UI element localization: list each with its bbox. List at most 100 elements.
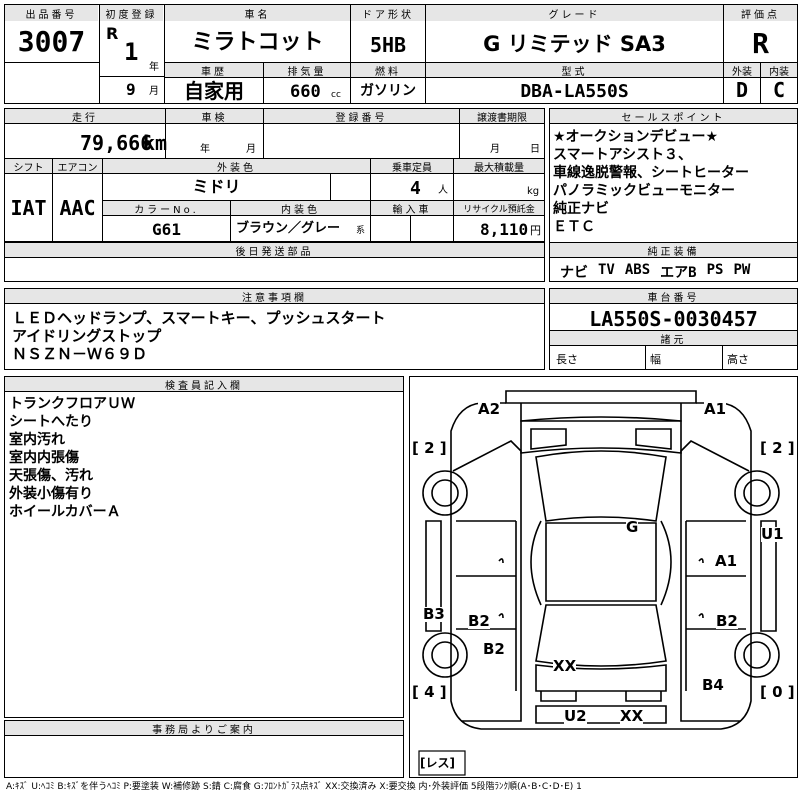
inspector-line: トランクフロアＵＷ (9, 396, 135, 412)
ac-value: AAC (59, 196, 96, 220)
transfer-day-unit: 日 (530, 144, 540, 155)
note-line: アイドリングストップ (12, 327, 162, 345)
mark-b4: B4 (702, 676, 724, 694)
lot-number: 3007 (17, 25, 86, 58)
later-parts-section (4, 242, 545, 282)
inspection-label: 車検 (166, 109, 263, 123)
recycle-label: リサイクル預託金 (454, 201, 544, 215)
car-diagram-svg (418, 390, 780, 776)
color-no-label: カラーNo. (103, 201, 230, 215)
note-line: ＬＥＤヘッドランプ、スマートキー、プッシュスタート (12, 309, 386, 327)
year-unit: 年 (149, 62, 159, 73)
equipment-label: 純正装備 (550, 243, 797, 257)
chassis-number: LA550S-0030457 (589, 307, 758, 331)
ac-label: エアコン (53, 159, 102, 173)
mark-a1-top: A1 (704, 400, 727, 418)
shift-label: シフト (5, 159, 52, 173)
note-line: ＮＳＺＮ－Ｗ６９Ｄ (12, 345, 148, 363)
sales-point-line: 純正ナビ (553, 201, 609, 217)
header-section (4, 4, 798, 104)
grade-value: G リミテッド SA3 (483, 32, 666, 56)
recycle-unit: 円 (530, 224, 541, 237)
load-unit: kg (527, 186, 540, 197)
int-grade-label: 内装 (761, 63, 797, 77)
office-section (4, 720, 404, 778)
door-type: 5HB (369, 33, 407, 57)
equipment-item: ナビ (560, 265, 588, 281)
sales-points-list: ★オークションデビュー★ スマートアシスト３、 車線逸脱警報、シートヒーター パ… (553, 128, 797, 236)
tire-front-left: [ 2 ] (412, 439, 447, 457)
capacity-unit: 人 (438, 185, 448, 196)
equipment-item: TV (598, 262, 615, 278)
fuel-label: 燃料 (351, 63, 425, 77)
lot-label: 出品番号 (5, 5, 98, 21)
sales-point-line: ★オークションデビュー★ (553, 129, 719, 145)
mileage-unit: km (143, 131, 168, 155)
mileage-label: 走行 (5, 109, 165, 123)
mark-xx-bottom: XX (620, 707, 644, 725)
notes-list: ＬＥＤヘッドランプ、スマートキー、プッシュスタート アイドリングストップ ＮＳＺ… (12, 309, 542, 363)
displacement-unit: cc (331, 90, 341, 100)
month-unit: 月 (149, 86, 159, 97)
plate-label: 登録番号 (264, 109, 459, 123)
load-label: 最大積載量 (454, 159, 544, 173)
capacity-label: 乗車定員 (371, 159, 453, 173)
equipment-list: ナビ TV ABS エアB PS PW (560, 262, 750, 282)
later-parts-label: 後日発送部品 (5, 243, 544, 257)
score-value: R (752, 27, 769, 60)
history-value: 自家用 (184, 79, 244, 103)
first-reg-label: 初度登録 (100, 5, 163, 21)
chassis-label: 車台番号 (550, 289, 797, 303)
tire-rear-left: [ 4 ] (412, 683, 447, 701)
notes-section (4, 288, 545, 370)
sales-point-line: ＥＴＣ (553, 219, 595, 235)
reg-year: 1 (124, 38, 139, 66)
int-grade-value: C (772, 78, 786, 102)
ext-color-value: ミドリ (192, 177, 241, 196)
int-color-label: 内装色 (231, 201, 370, 215)
ext-grade-label: 外装 (724, 63, 760, 77)
spare-tire: [レス] (420, 756, 455, 770)
sales-point-line: スマートアシスト３、 (553, 147, 693, 163)
notes-label: 注意事項欄 (5, 289, 544, 303)
mileage-value: 79,666 (80, 131, 153, 155)
shift-value: IAT (10, 196, 47, 220)
mark-b2-right: B2 (716, 612, 738, 630)
inspector-section (4, 376, 404, 718)
tire-rear-right: [ 0 ] (760, 683, 795, 701)
inspector-line: 室内汚れ (9, 432, 65, 448)
sales-point-line: 車線逸脱警報、シートヒーター (553, 165, 749, 181)
office-label: 事務局よりご案内 (5, 721, 403, 735)
sales-points-section (549, 108, 798, 282)
displacement-value: 660 (290, 82, 321, 102)
grade-label: グレード (426, 5, 723, 21)
history-label: 車歴 (165, 63, 263, 77)
equipment-item: PW (733, 262, 751, 278)
type-label: 型式 (426, 63, 723, 77)
sales-point-line: パノラミックビューモニター (553, 183, 735, 199)
inspector-line: ホイールカバーＡ (9, 504, 121, 520)
model-name: ミラトコット (191, 30, 324, 55)
equipment-item: PS (706, 262, 724, 278)
mark-u1: U1 (761, 525, 784, 543)
height-label: 高さ (727, 353, 749, 366)
displacement-label: 排気量 (264, 63, 350, 77)
score-label: 評価点 (724, 5, 797, 21)
ext-color-label: 外装色 (103, 159, 370, 173)
mark-g: G (626, 518, 639, 536)
width-label: 幅 (650, 353, 661, 366)
inspection-year-unit: 年 (200, 144, 210, 155)
mark-xx-center: XX (553, 657, 577, 675)
inspector-line: 室内内張傷 (9, 450, 79, 466)
ext-grade-value: D (735, 78, 749, 102)
mark-a2-top: A2 (478, 400, 501, 418)
type-value: DBA-LA550S (520, 81, 629, 102)
door-label: ドア形状 (351, 5, 425, 21)
fuel-value: ガソリン (360, 83, 416, 99)
recycle-value: 8,110 (480, 220, 529, 239)
int-color-suffix: 系 (356, 226, 366, 236)
equipment-item: エアB (660, 265, 697, 281)
equipment-item: ABS (624, 262, 651, 278)
inspector-line: シートへたり (9, 414, 93, 430)
details-section (4, 108, 545, 242)
